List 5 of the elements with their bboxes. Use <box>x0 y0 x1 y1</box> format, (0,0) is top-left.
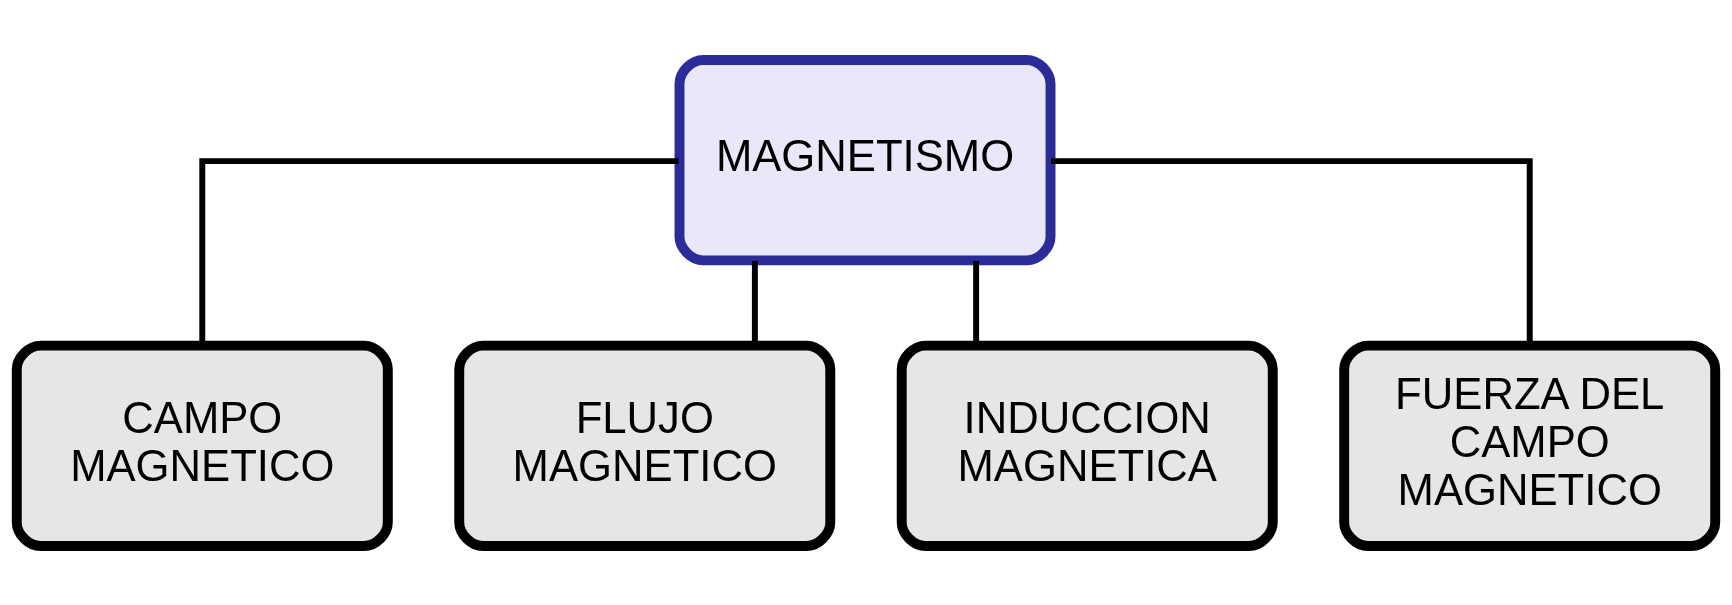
node-box: INDUCCION MAGNETICA <box>896 340 1278 551</box>
node-box: FLUJO MAGNETICO <box>454 340 836 551</box>
node-box: MAGNETISMO <box>674 54 1056 265</box>
node-box: FUERZA DEL CAMPO MAGNETICO <box>1339 340 1721 551</box>
node-box: CAMPO MAGNETICO <box>11 340 393 551</box>
